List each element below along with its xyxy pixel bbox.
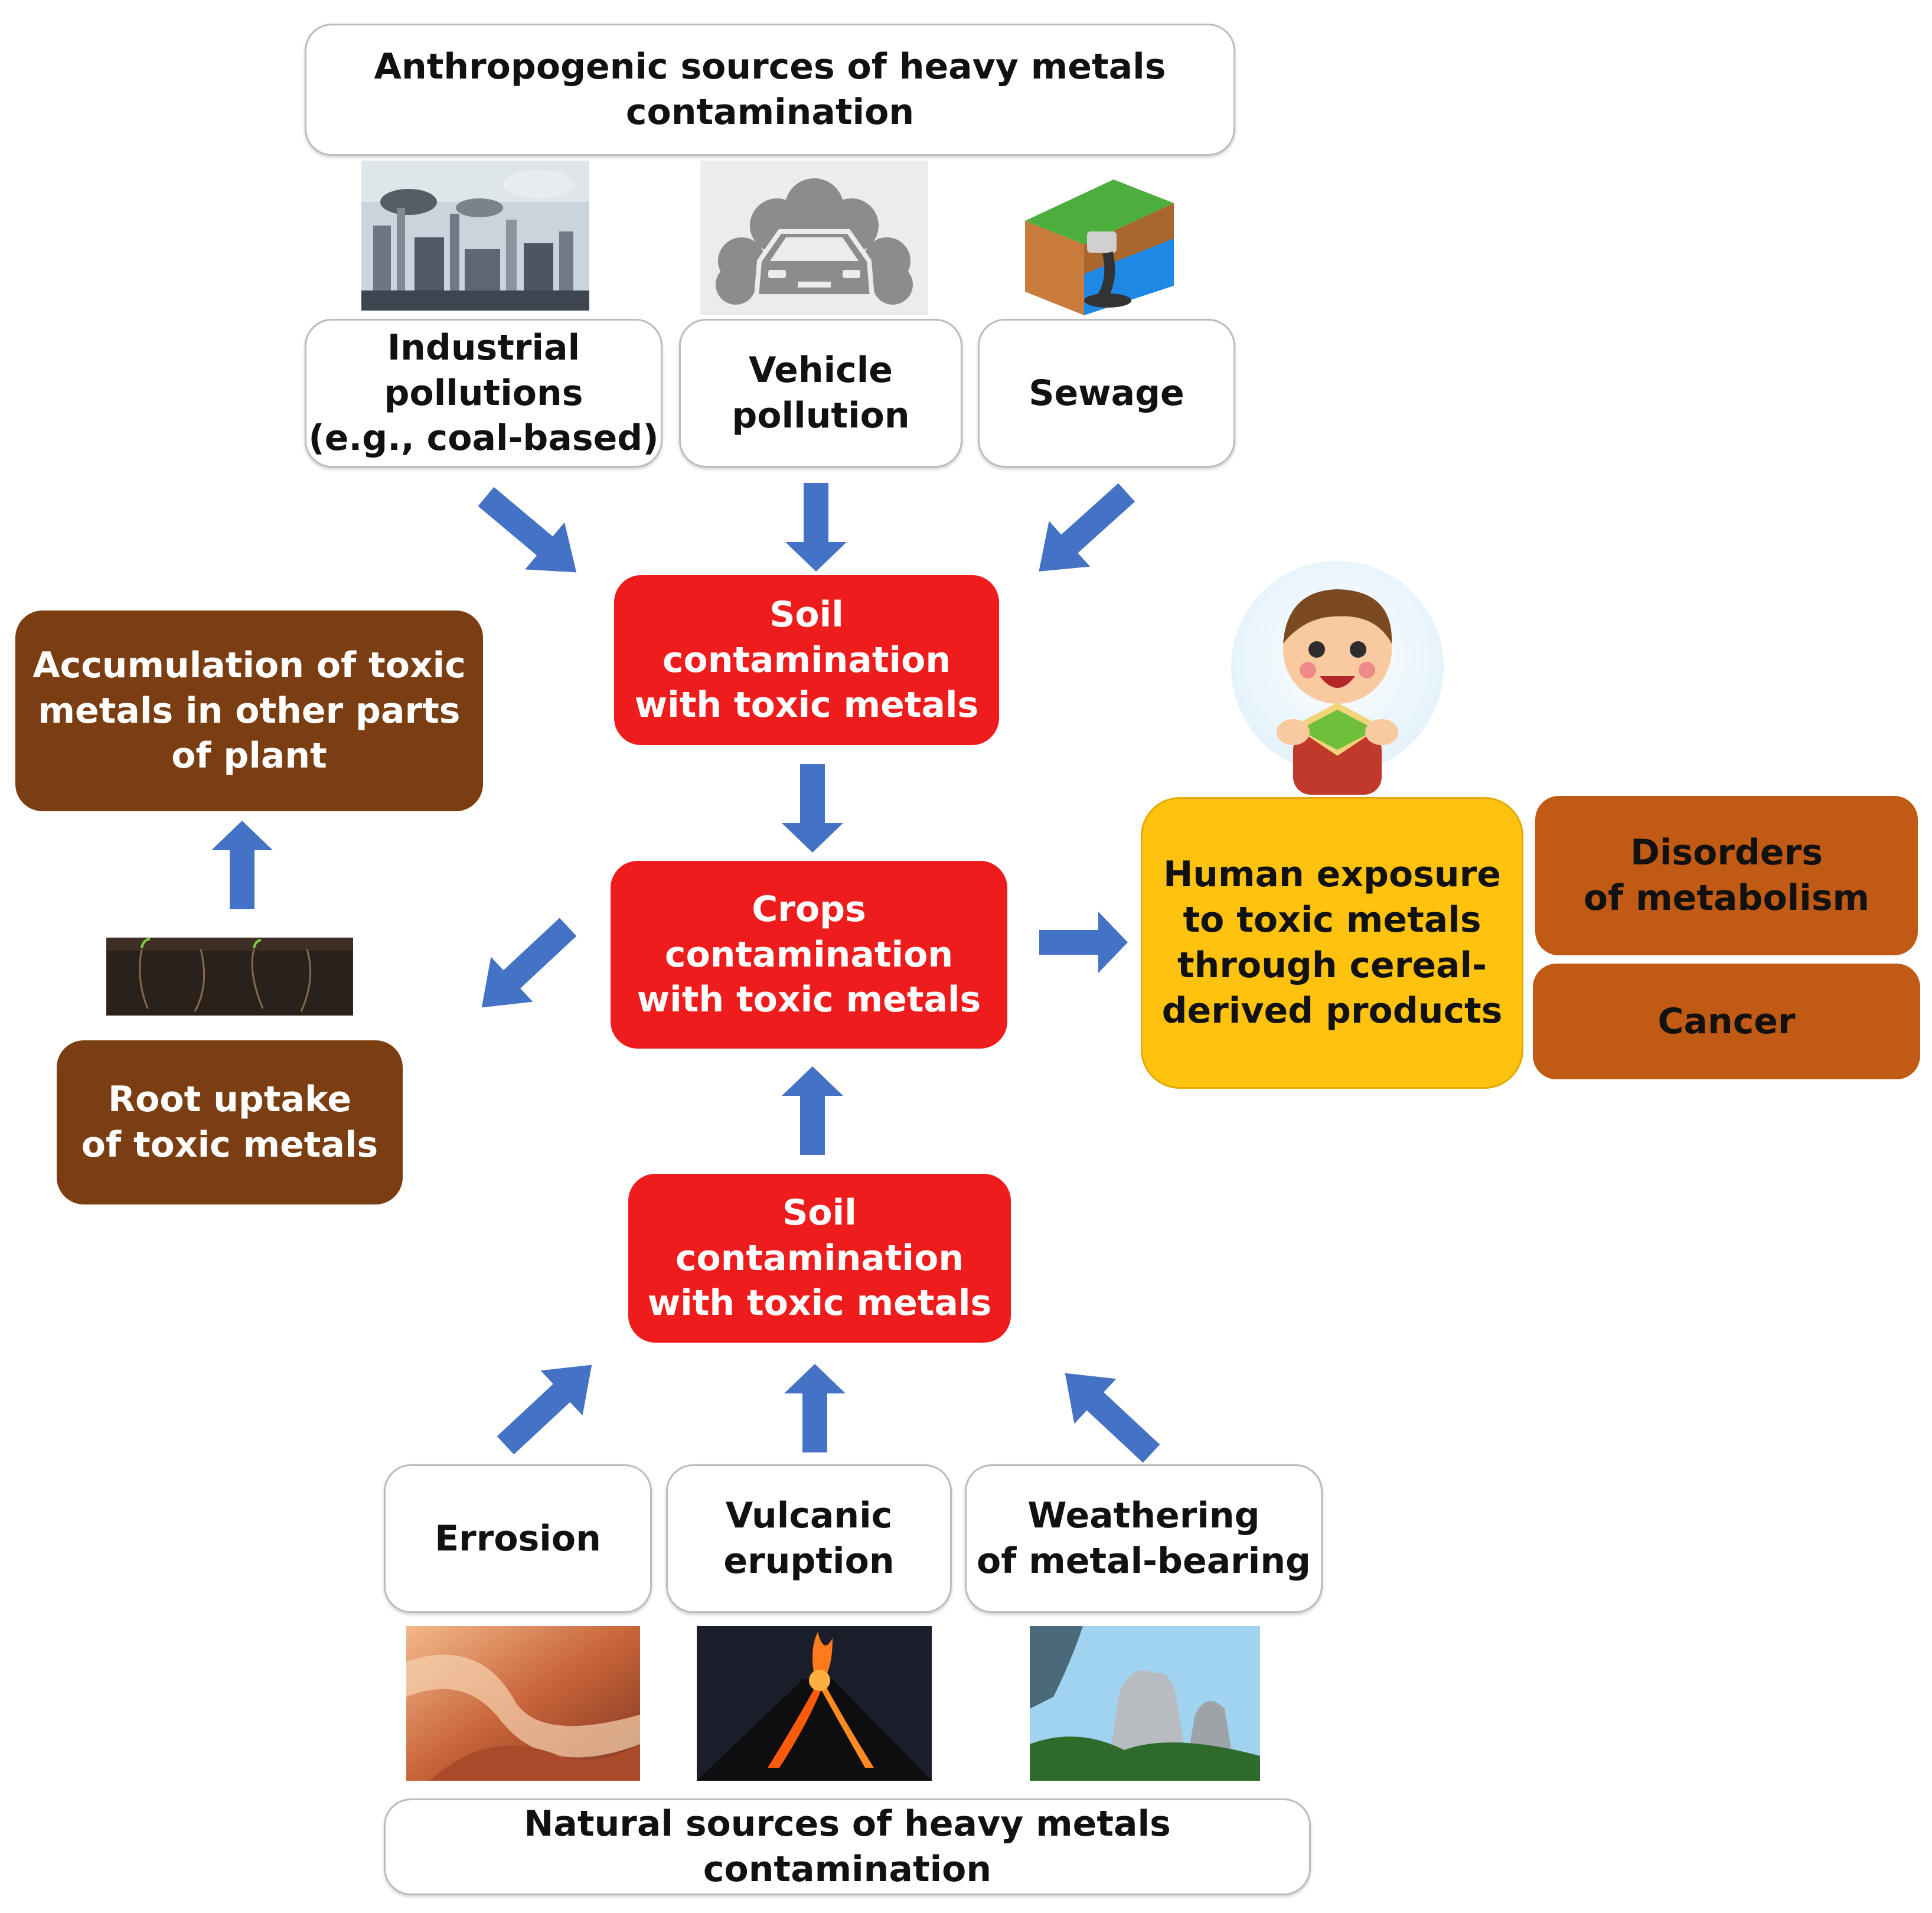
car-in-smoke-icon xyxy=(700,161,928,315)
cancer-box: Cancer xyxy=(1533,964,1920,1079)
arrow-volcanic-to-soil xyxy=(784,1364,846,1452)
anthropogenic-sources-box: Anthropogenic sources of heavy metals co… xyxy=(305,24,1235,156)
human-exposure-box: Human exposure to toxic metals through c… xyxy=(1141,797,1523,1089)
sewage-box: Sewage xyxy=(978,319,1235,468)
arrow-soil-to-crops xyxy=(782,764,843,853)
factory-skyline-icon xyxy=(361,161,589,311)
erosion-box: Errosion xyxy=(384,1464,652,1613)
vehicle-pollution-box: Vehicle pollution xyxy=(679,319,962,468)
arrow-roots-to-accumulation xyxy=(211,821,273,909)
arrow-crops-to-roots xyxy=(481,918,577,1008)
arrow-vehicle-to-soil xyxy=(785,483,847,572)
child-eating-sandwich-icon xyxy=(1222,555,1453,795)
soil-contamination-bottom-box: Soil contamination with toxic metals xyxy=(628,1174,1011,1343)
arrow-sewage-to-soil xyxy=(1039,483,1135,572)
soil-with-roots-icon xyxy=(106,938,353,1016)
canyon-rock-icon xyxy=(406,1626,640,1781)
industrial-pollution-box: Industrial pollutions (e.g., coal-based) xyxy=(305,319,663,468)
volcanic-eruption-box: Vulcanic eruption xyxy=(666,1464,952,1613)
arrow-erosion-to-soil xyxy=(497,1364,592,1455)
natural-sources-box: Natural sources of heavy metals contamin… xyxy=(384,1798,1311,1895)
arrow-weathering-to-soil xyxy=(1065,1373,1160,1463)
crops-contamination-box: Crops contamination with toxic metals xyxy=(611,861,1007,1049)
sewage-pipe-icon xyxy=(1025,168,1174,315)
arrow-soil-bottom-to-crops xyxy=(782,1066,843,1155)
disorders-of-metabolism-box: Disorders of metabolism xyxy=(1535,796,1918,955)
arrow-industrial-to-soil xyxy=(478,487,577,573)
accumulation-box: Accumulation of toxic metals in other pa… xyxy=(15,611,483,811)
erupting-volcano-icon xyxy=(697,1626,932,1781)
root-uptake-box: Root uptake of toxic metals xyxy=(57,1040,403,1204)
arrow-crops-to-human xyxy=(1039,912,1128,973)
rock-cliff-icon xyxy=(1030,1626,1260,1781)
soil-contamination-top-box: Soil contamination with toxic metals xyxy=(614,575,999,745)
weathering-box: Weathering of metal-bearing xyxy=(965,1464,1323,1613)
